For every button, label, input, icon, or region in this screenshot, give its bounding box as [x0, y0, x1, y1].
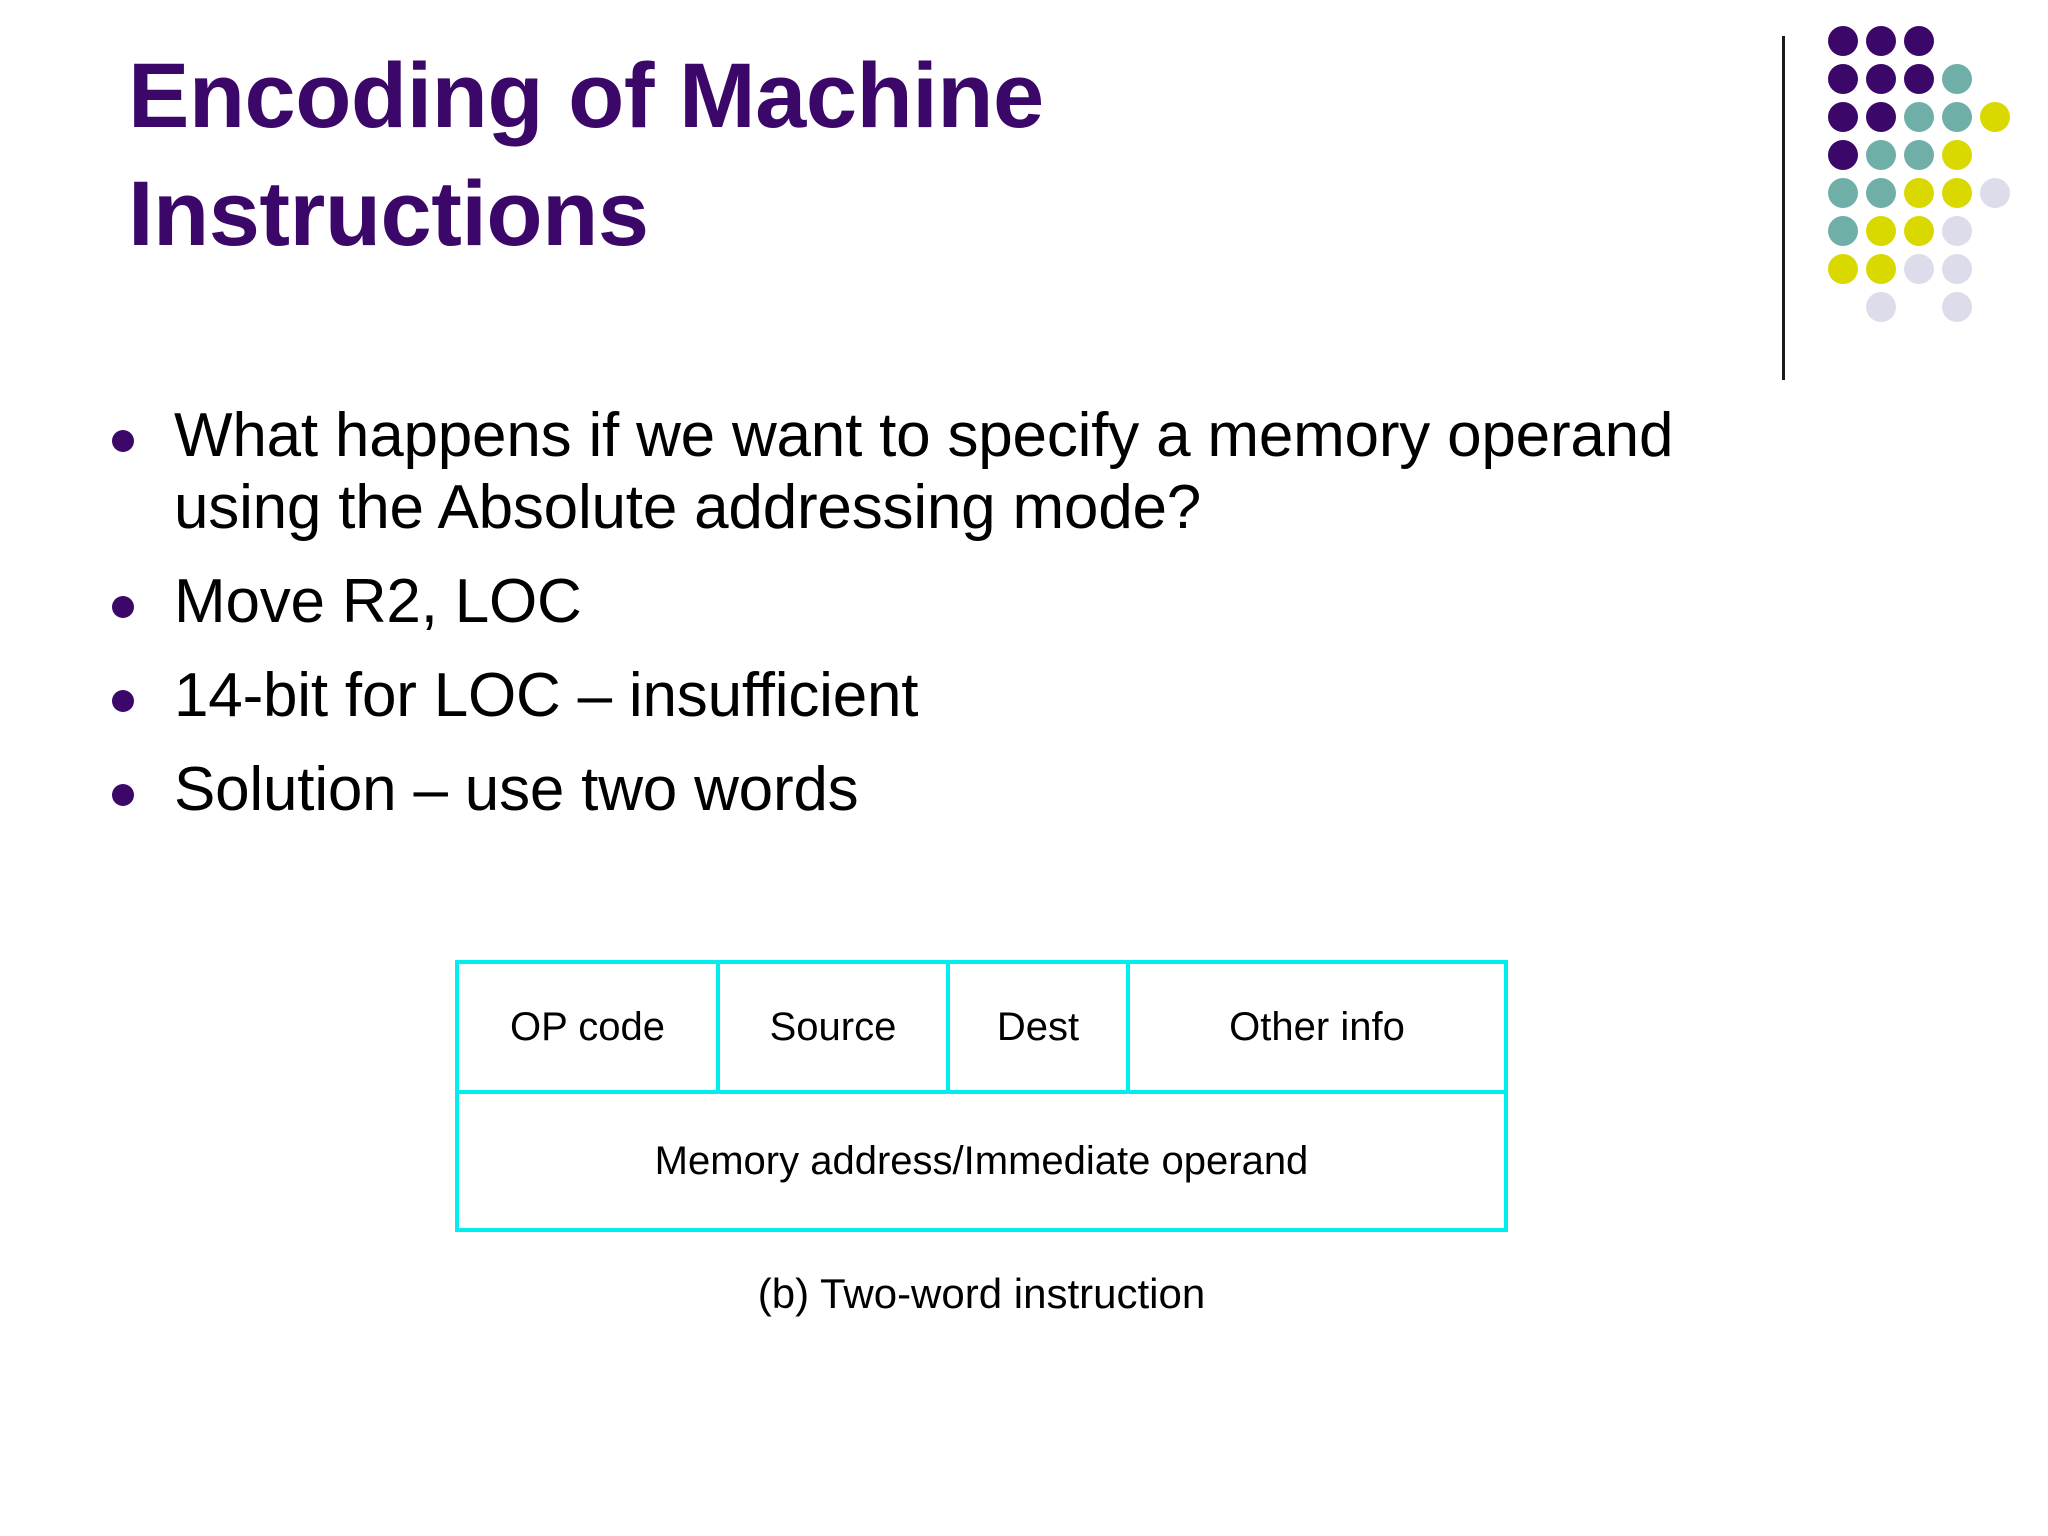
decorative-dot-icon [1828, 216, 1858, 246]
decorative-dot-icon [1942, 216, 1972, 246]
decorative-dot-icon [1904, 216, 1934, 246]
decorative-dot-icon [1980, 178, 2010, 208]
bullet-marker-icon [112, 783, 134, 806]
decorative-dot-icon [1904, 254, 1934, 284]
bullet-marker-icon [112, 430, 134, 452]
decorative-dot-icon [1866, 216, 1896, 246]
decorative-dot-icon [1866, 26, 1896, 56]
bullet-item: Solution – use two words [112, 754, 1792, 826]
bullet-list: What happens if we want to specify a mem… [112, 400, 1792, 848]
decorative-dot-icon [1866, 64, 1896, 94]
bullet-marker-icon [112, 595, 134, 618]
decorative-dot-icon [1942, 178, 1972, 208]
decorative-dot-icon [1942, 102, 1972, 132]
decorative-dot-icon [1866, 292, 1896, 322]
bullet-item: Move R2, LOC [112, 566, 1792, 638]
decorative-dot-icon [1866, 178, 1896, 208]
decorative-dot-icon [1942, 64, 1972, 94]
other-info-cell: Other info [1229, 1004, 1405, 1049]
decorative-dot-grid-icon [1828, 26, 2048, 356]
decorative-dot-icon [1942, 292, 1972, 322]
decorative-dot-icon [1866, 102, 1896, 132]
decorative-dot-icon [1828, 102, 1858, 132]
decorative-dot-icon [1942, 140, 1972, 170]
bullet-text: Solution – use two words [174, 754, 859, 824]
second-word-row: Memory address/Immediate operand [455, 1094, 1508, 1232]
decorative-dot-icon [1828, 140, 1858, 170]
bullet-text: Move R2, LOC [174, 566, 582, 636]
header-divider-rule [1782, 36, 1785, 380]
decorative-dot-icon [1828, 254, 1858, 284]
decorative-dot-icon [1980, 102, 2010, 132]
decorative-dot-icon [1904, 178, 1934, 208]
bullet-text: 14-bit for LOC – insufficient [174, 660, 919, 730]
opcode-cell: OP code [459, 964, 720, 1090]
bullet-item: What happens if we want to specify a mem… [112, 400, 1792, 544]
decorative-dot-icon [1904, 64, 1934, 94]
decorative-dot-icon [1904, 140, 1934, 170]
diagram-caption: (b) Two-word instruction [757, 1270, 1206, 1317]
decorative-dot-icon [1904, 26, 1934, 56]
bullet-marker-icon [112, 689, 134, 712]
decorative-dot-icon [1828, 64, 1858, 94]
decorative-dot-icon [1866, 140, 1896, 170]
decorative-dot-icon [1828, 178, 1858, 208]
source-cell: Source [720, 964, 950, 1090]
decorative-dot-icon [1828, 26, 1858, 56]
bullet-text: What happens if we want to specify a mem… [174, 401, 1674, 542]
decorative-dot-icon [1942, 254, 1972, 284]
decorative-dot-icon [1904, 102, 1934, 132]
second-word-cell: Memory address/Immediate operand [654, 1138, 1309, 1183]
bullet-item: 14-bit for LOC – insufficient [112, 660, 1792, 732]
decorative-dot-icon [1866, 254, 1896, 284]
slide-title: Encoding of Machine Instructions [128, 45, 1044, 265]
dest-cell: Dest [950, 964, 1130, 1090]
